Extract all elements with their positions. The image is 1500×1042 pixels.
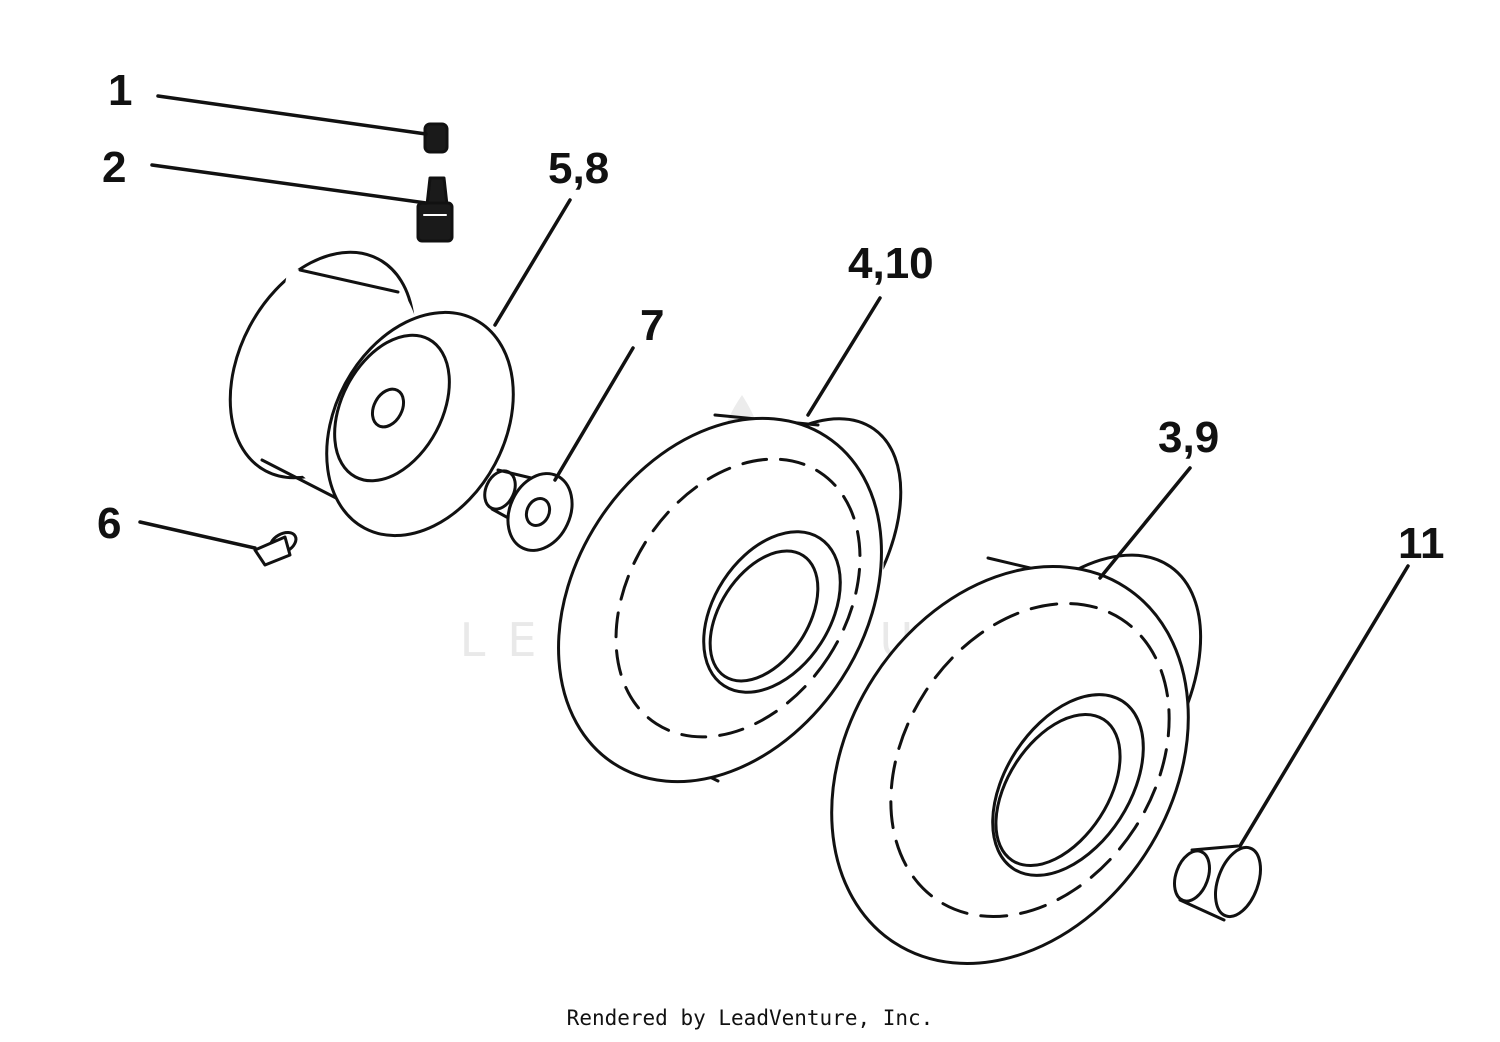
leader-line-4-10 — [806, 296, 882, 417]
leader-line-5-8 — [493, 198, 572, 327]
tire-front — [557, 413, 903, 784]
render-credit: Rendered by LeadVenture, Inc. — [566, 1006, 934, 1030]
callout-2: 2 — [102, 143, 126, 192]
leader-line-2 — [150, 163, 428, 205]
leader-line-3-9 — [1098, 466, 1192, 580]
callouts: 1 2 5,8 4,10 7 3,9 6 11 — [97, 66, 1445, 568]
callout-7: 7 — [640, 301, 664, 350]
grease-fitting — [253, 531, 298, 567]
leader-line-6 — [138, 520, 257, 550]
callout-1: 1 — [108, 66, 132, 115]
valve-cap — [423, 122, 449, 154]
leader-line-1 — [156, 94, 428, 136]
callout-5-8: 5,8 — [548, 144, 609, 193]
callout-3-9: 3,9 — [1158, 413, 1219, 462]
callout-11: 11 — [1398, 519, 1445, 568]
callout-6: 6 — [97, 499, 121, 548]
leader-line-11 — [1238, 564, 1410, 848]
leader-lines — [138, 94, 1410, 848]
leader-line-7 — [553, 346, 635, 482]
bushing — [1173, 844, 1262, 922]
wheel-rim — [228, 250, 515, 538]
callout-4-10: 4,10 — [848, 239, 934, 288]
tire-rear — [830, 553, 1203, 965]
valve-stem — [416, 176, 454, 243]
bearing — [483, 468, 574, 552]
